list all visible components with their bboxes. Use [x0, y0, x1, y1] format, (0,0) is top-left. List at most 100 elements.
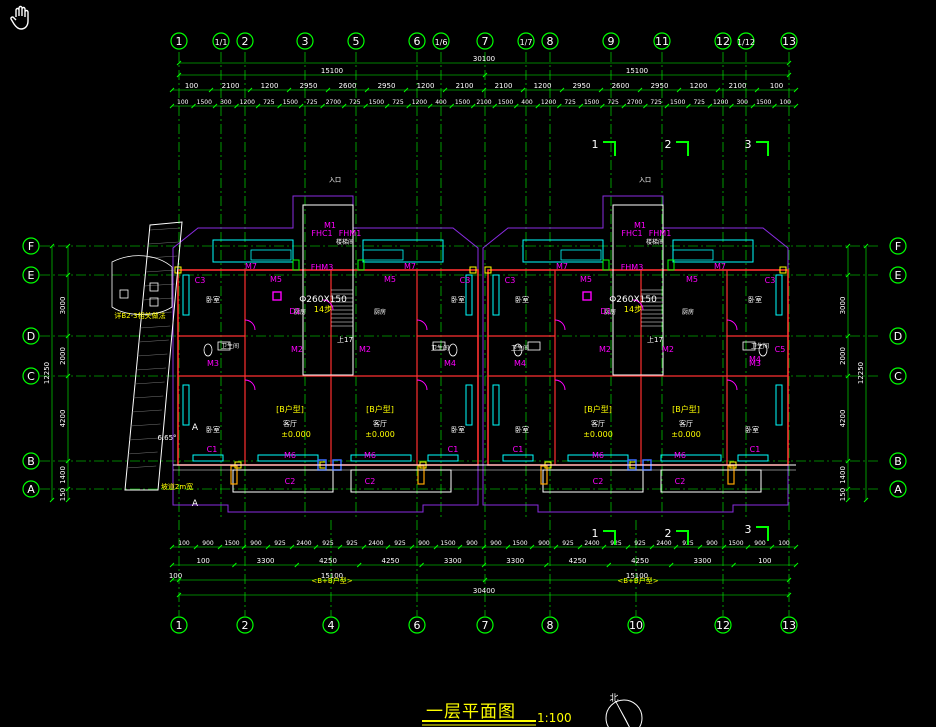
- axis-bubble-label: 4: [328, 619, 335, 632]
- dimension-text: 2100: [729, 82, 747, 90]
- door-window-tag: C2: [365, 477, 376, 486]
- dimension-tick: [637, 87, 643, 93]
- dimension-tick: [176, 592, 182, 598]
- dimension-text: 725: [650, 99, 662, 106]
- door-window-tag: M1: [634, 221, 646, 230]
- dimension-tick: [668, 562, 674, 568]
- dimension-text: 3300: [693, 557, 711, 565]
- dimension-tick: [442, 87, 448, 93]
- dimension-tick: [481, 544, 487, 550]
- axis-bottom-8: 8: [541, 616, 559, 634]
- dimension-text: 15100: [321, 67, 343, 75]
- door-window-tag: C3: [505, 276, 516, 285]
- sink: [432, 341, 446, 351]
- fixtures: [203, 299, 768, 391]
- dimension-text: 2700: [326, 99, 341, 106]
- dimension-tick: [433, 544, 439, 550]
- room-label-living: 客厅: [679, 419, 693, 428]
- axis-bubble-circle: [602, 32, 620, 50]
- door-swing: [322, 299, 334, 311]
- axis-bubble-label: E: [895, 269, 902, 282]
- dimension-tick: [65, 333, 71, 339]
- dimension-tick: [845, 486, 851, 492]
- dimension-text: 2600: [612, 82, 630, 90]
- dimension-tick: [697, 544, 703, 550]
- north-arrow-circle: [605, 699, 643, 727]
- room-label-kitchen: 厨房: [682, 308, 694, 316]
- section-mark-A: A: [192, 423, 199, 433]
- room-label-bath: 卫生间: [221, 342, 239, 350]
- ramp-hatch: [127, 451, 158, 455]
- axis-bubble-circle: [22, 266, 40, 284]
- dimension-tick: [529, 544, 535, 550]
- axis-bubble-label: F: [28, 240, 34, 253]
- dimension-tick: [65, 272, 71, 278]
- door-window-tag: C3: [460, 276, 471, 285]
- ramp-hatch: [128, 437, 160, 441]
- dimension-text: 925: [394, 540, 406, 547]
- dimension-tick: [863, 243, 869, 249]
- dimension-text: 1500: [584, 99, 599, 106]
- axis-bubble-label: 1: [176, 35, 183, 48]
- door-window-tag: M7: [714, 262, 726, 271]
- dimension-text: 4250: [631, 557, 649, 565]
- axis-left-F: F: [22, 237, 40, 255]
- window-side: [182, 274, 190, 316]
- dimension-text: 725: [607, 99, 619, 106]
- door-swing: [244, 379, 256, 391]
- axis-bubble-label: 6: [414, 619, 421, 632]
- axis-bubble-circle: [296, 32, 314, 50]
- ramp-outline: [124, 221, 183, 491]
- dimension-tick: [863, 497, 869, 503]
- axis-bubble-circle: [236, 32, 254, 50]
- door-window-tag: M3: [207, 359, 219, 368]
- dimension-tick: [513, 103, 519, 109]
- section-mark-label: 3: [745, 138, 752, 151]
- unit-type-label-left: <B+B户型>: [311, 576, 352, 585]
- dimension-tick: [664, 103, 670, 109]
- window-side: [465, 274, 473, 316]
- door-window-tag: D1: [289, 307, 300, 316]
- dimension-text: 2100: [476, 99, 491, 106]
- axis-bubble-label: 13: [782, 619, 796, 632]
- door-window-tag: M6: [674, 451, 686, 460]
- dimension-text: 1500: [670, 99, 685, 106]
- pan-hand-icon[interactable]: [8, 4, 36, 32]
- axis-bottom-2: 2: [236, 616, 254, 634]
- dimension-tick: [385, 544, 391, 550]
- axis-top-1/12: 1/12: [737, 32, 755, 50]
- axis-bubble-label: B: [894, 455, 902, 468]
- stair-up-label: 上17: [647, 335, 663, 344]
- axis-bubble-circle: [22, 480, 40, 498]
- opening-label: Φ260X150: [609, 295, 657, 305]
- dimension-text: 100: [177, 99, 189, 106]
- kitchen-counter: [362, 249, 404, 261]
- dimension-text: 2950: [378, 82, 396, 90]
- door-window-tag: FHC1: [621, 229, 642, 238]
- axis-bubble-label: 8: [547, 35, 554, 48]
- building-walls: [111, 195, 796, 513]
- section-mark-label: 1: [592, 527, 599, 540]
- kitchen-counter: [560, 249, 602, 261]
- dimension-text: 725: [349, 99, 361, 106]
- axis-bubble-label: A: [894, 483, 902, 496]
- dimension-tick: [649, 544, 655, 550]
- dimension-text: 100: [178, 540, 190, 547]
- door-window-tag: M6: [592, 451, 604, 460]
- axis-right-D: D: [889, 327, 907, 345]
- opening-label: Φ260X150: [299, 295, 347, 305]
- axis-bubble-circle: [170, 32, 188, 50]
- door-window-tag: M6: [284, 451, 296, 460]
- dimension-text: 2000: [839, 347, 847, 365]
- dimension-tick: [409, 544, 415, 550]
- door-window-tag: C5: [775, 345, 786, 354]
- axis-bubble-circle: [476, 616, 494, 634]
- axis-top-5: 5: [347, 32, 365, 50]
- axis-bubble-label: 10: [629, 619, 643, 632]
- dimension-tick: [176, 72, 182, 78]
- dimension-tick: [457, 544, 463, 550]
- planter-box: [149, 282, 159, 292]
